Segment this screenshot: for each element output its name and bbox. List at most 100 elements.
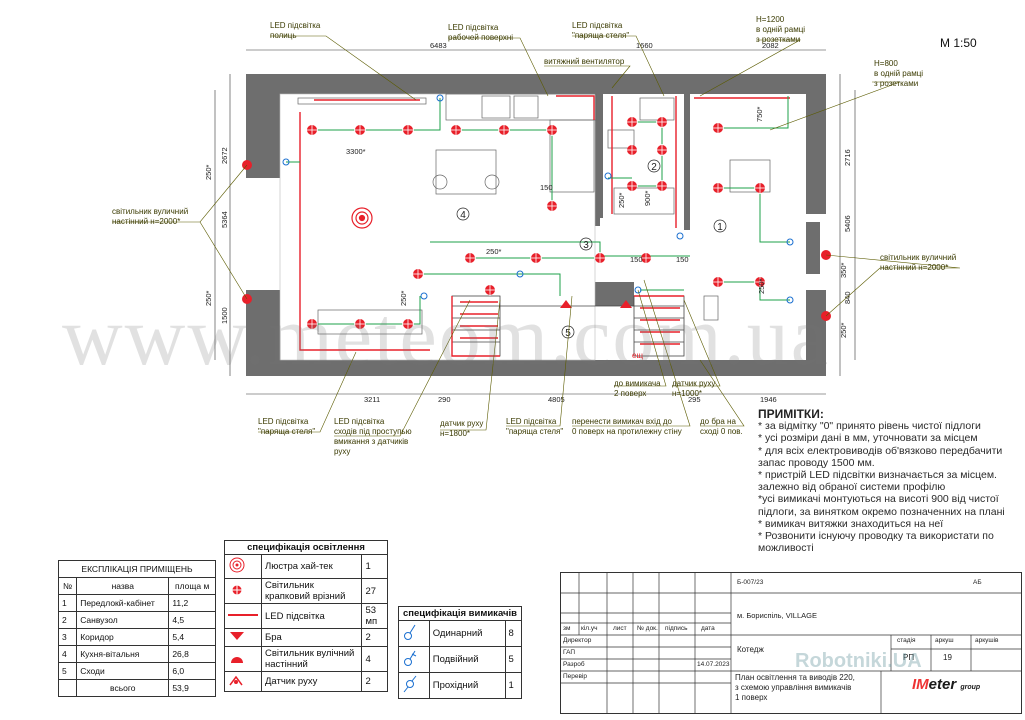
rooms-table-title: ЕКСПЛІКАЦІЯ ПРИМІЩЕНЬ <box>58 560 216 578</box>
note-line: * Розвонити існуючу проводку та використ… <box>758 530 994 555</box>
svg-text:250*: 250* <box>757 278 766 294</box>
single-switch-icon <box>398 620 430 647</box>
svg-text:6483: 6483 <box>430 41 447 50</box>
led-strips <box>299 95 790 357</box>
chandelier-icon <box>351 207 373 229</box>
svg-text:840: 840 <box>843 291 852 304</box>
chandelier-icon <box>224 554 262 579</box>
svg-text:LED підсвітка: LED підсвітка <box>448 23 499 32</box>
svg-text:4805: 4805 <box>548 395 565 404</box>
svg-text:250*: 250* <box>839 322 848 338</box>
project-code: Б-007/23 <box>737 579 764 586</box>
note-line: * усі розміри дані в мм, уточновати за м… <box>758 432 978 445</box>
svg-text:2716: 2716 <box>843 149 852 166</box>
passthrough-switch-icon <box>398 672 430 699</box>
svg-text:датчик руху: датчик руху <box>672 379 715 388</box>
note-line: * для всіх електровиводів об'вязково пер… <box>758 444 1003 469</box>
svg-text:H=1200: H=1200 <box>756 15 785 24</box>
svg-text:1660: 1660 <box>636 41 653 50</box>
svg-text:полиць: полиць <box>270 31 297 40</box>
motion-sensor-icon <box>224 671 262 692</box>
watermark-2: Robotniki.UA <box>795 650 922 672</box>
spot-icon <box>224 578 262 604</box>
notes-title: ПРИМІТКИ: <box>758 407 824 421</box>
svg-text:150: 150 <box>540 183 553 192</box>
switch-spec-title: специфікація вимикачів <box>398 606 522 621</box>
svg-text:н=1000*: н=1000* <box>672 389 702 398</box>
switches <box>282 94 794 304</box>
svg-text:до бра на: до бра на <box>700 417 736 426</box>
project-place: м. Бориспіль, VILLAGE <box>737 611 817 620</box>
svg-text:250*: 250* <box>204 290 213 306</box>
sconce-icon <box>224 628 262 647</box>
svg-text:290: 290 <box>438 395 451 404</box>
col-header: площа м <box>168 577 216 595</box>
street-lamp-icon <box>224 646 262 672</box>
svg-text:750*: 750* <box>755 106 764 122</box>
svg-text:3300*: 3300* <box>346 147 366 156</box>
project-object: Котедж <box>737 645 764 654</box>
svg-text:3: 3 <box>583 240 589 251</box>
title-block: Б-007/23 АБ м. Бориспіль, VILLAGE зм кіл… <box>560 572 1022 714</box>
svg-text:в одній рамці: в одній рамці <box>874 69 923 78</box>
project-ab: АБ <box>973 579 982 586</box>
svg-text:150: 150 <box>630 255 643 264</box>
svg-text:н=1800*: н=1800* <box>440 429 470 438</box>
svg-text:5: 5 <box>565 328 571 339</box>
svg-text:"паряща стеля": "паряща стеля" <box>258 427 315 436</box>
svg-text:LED підсвітка: LED підсвітка <box>506 417 557 426</box>
sconces <box>560 300 632 308</box>
svg-text:LED підсвітка: LED підсвітка <box>334 417 385 426</box>
svg-text:295: 295 <box>688 395 701 404</box>
svg-text:сході 0 пов.: сході 0 пов. <box>700 427 743 436</box>
svg-text:з розетками: з розетками <box>874 79 918 88</box>
svg-text:1946: 1946 <box>760 395 777 404</box>
note-line: * за відмітку "0" принято рівень чистої … <box>758 420 981 433</box>
svg-text:руху: руху <box>334 447 350 456</box>
svg-text:світильник вуличний: світильник вуличний <box>112 207 188 216</box>
svg-text:настінний н=2000*: настінний н=2000* <box>112 217 180 226</box>
logo: IMeter group <box>912 676 981 693</box>
spot-lights <box>306 116 766 330</box>
svg-text:1: 1 <box>717 222 723 233</box>
svg-text:250*: 250* <box>204 164 213 180</box>
svg-text:LED підсвітка: LED підсвітка <box>572 21 623 30</box>
double-switch-icon <box>398 646 430 673</box>
svg-text:5364: 5364 <box>220 211 229 228</box>
lighting-spec-title: специфікація освітлення <box>224 540 388 555</box>
svg-text:рабочей поверхні: рабочей поверхні <box>448 33 513 42</box>
svg-text:250*: 250* <box>399 290 408 306</box>
svg-text:H=800: H=800 <box>874 59 898 68</box>
svg-text:до вимикача: до вимикача <box>614 379 661 388</box>
svg-text:900*: 900* <box>643 190 652 206</box>
led-strip-icon <box>224 603 262 629</box>
svg-text:з розетками: з розетками <box>756 35 800 44</box>
svg-text:0 поверх на протилежну стіну: 0 поверх на протилежну стіну <box>572 427 682 436</box>
svg-text:в одній рамці: в одній рамці <box>756 25 805 34</box>
svg-text:250*: 250* <box>617 192 626 208</box>
svg-text:датчик руху: датчик руху <box>440 419 483 428</box>
svg-text:2 поверх: 2 поверх <box>614 389 646 398</box>
svg-text:2: 2 <box>651 162 657 173</box>
svg-text:"паряща стеля": "паряща стеля" <box>572 31 629 40</box>
svg-text:ещ: ещ <box>632 351 643 360</box>
note-line: * вимикач витяжки знаходиться на неї <box>758 517 944 530</box>
svg-text:5406: 5406 <box>843 215 852 232</box>
svg-text:4: 4 <box>460 210 466 221</box>
svg-text:LED підсвітка: LED підсвітка <box>270 21 321 30</box>
